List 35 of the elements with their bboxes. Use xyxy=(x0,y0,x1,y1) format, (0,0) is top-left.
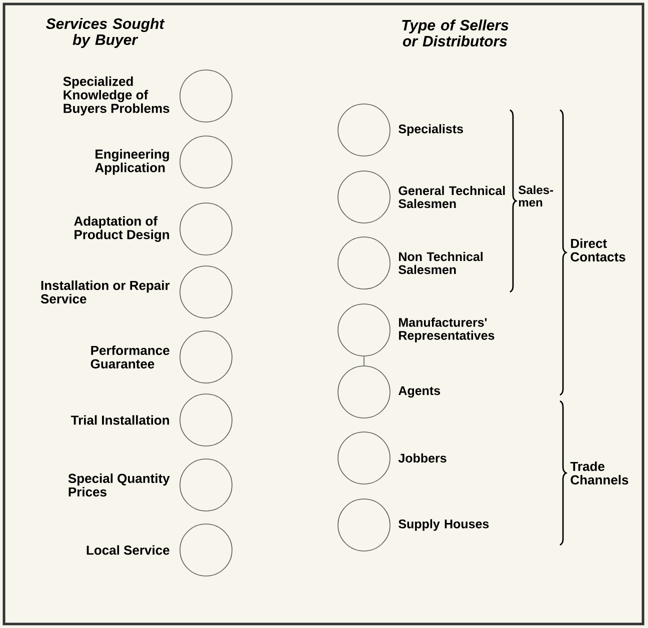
column-heading: Services Sought by Buyer xyxy=(46,18,165,48)
seller-label: General Technical Salesmen xyxy=(398,186,505,208)
service-label: Engineering Application xyxy=(95,149,169,175)
circle xyxy=(180,266,232,318)
seller-label: Agents xyxy=(398,386,440,398)
service-label: Adaptation of Product Design xyxy=(74,216,169,242)
seller-label: Jobbers xyxy=(398,453,446,463)
circle xyxy=(338,304,390,356)
circle xyxy=(180,330,232,384)
circle xyxy=(338,104,390,156)
service-label: Local Service xyxy=(86,545,170,555)
service-label: Specialized Knowledge of Buyers Problems xyxy=(63,76,170,116)
circle xyxy=(338,236,390,290)
circle xyxy=(338,432,390,484)
bracket-label: Direct Contacts xyxy=(570,238,626,262)
seller-label: Specialists xyxy=(398,124,463,136)
circle xyxy=(338,498,390,552)
circle xyxy=(180,70,232,122)
circle xyxy=(180,136,232,188)
circle xyxy=(338,170,390,224)
seller-label: Non Technical Salesmen xyxy=(398,252,483,274)
circle xyxy=(180,202,232,256)
service-label: Performance Guarantee xyxy=(90,345,170,369)
circle xyxy=(180,458,232,512)
service-label: Installation or Repair Service xyxy=(40,280,170,304)
bracket-label: Sales- men xyxy=(518,185,554,207)
seller-label: Supply Houses xyxy=(398,519,489,531)
circle xyxy=(180,394,232,446)
circle xyxy=(338,366,390,418)
seller-label: Manufacturers' Representatives xyxy=(399,318,494,342)
bracket-label: Trade Channels xyxy=(570,461,628,485)
column-heading: Type of Sellers or Distributors xyxy=(402,20,508,46)
service-label: Trial Installation xyxy=(70,415,169,425)
circle xyxy=(180,524,232,576)
service-label: Special Quantity Prices xyxy=(68,473,170,497)
